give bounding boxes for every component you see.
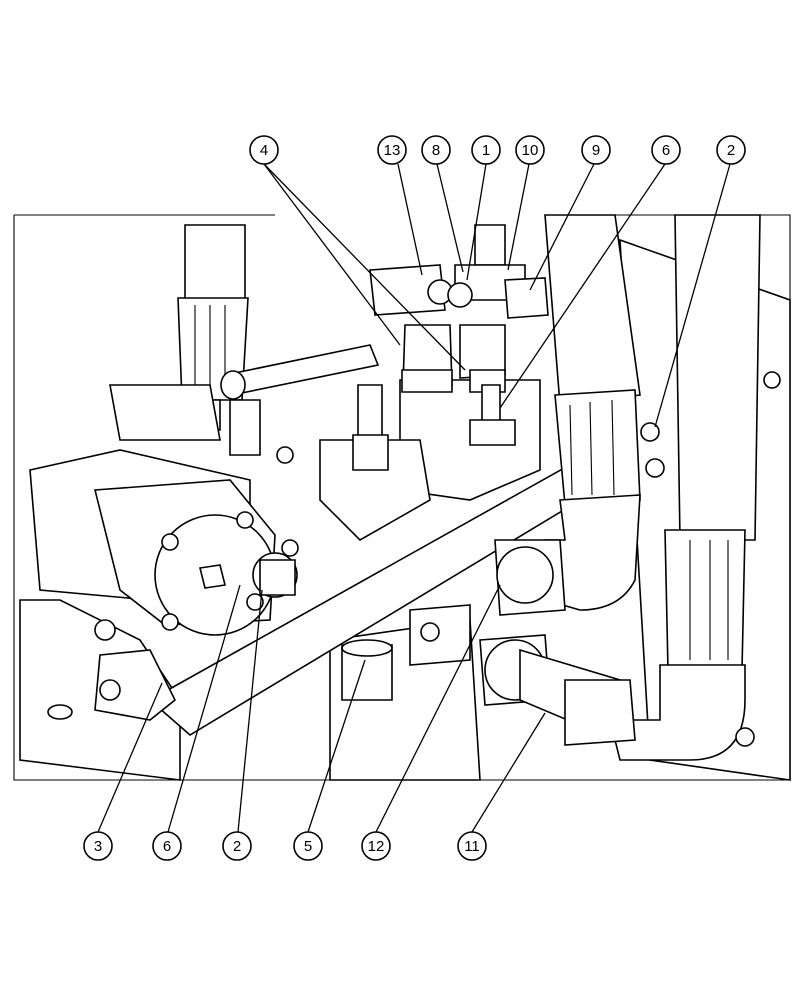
machinery-drawing <box>19 214 791 781</box>
callout-3-bottom: 3 <box>83 831 113 861</box>
callout-label: 2 <box>727 142 735 159</box>
callout-label: 4 <box>260 142 268 159</box>
callout-12-bottom: 12 <box>361 831 391 861</box>
callout-11-bottom: 11 <box>457 831 487 861</box>
callout-10-top: 10 <box>515 135 545 165</box>
callout-label: 8 <box>432 142 440 159</box>
callout-label: 11 <box>464 838 480 855</box>
callout-label: 9 <box>592 142 600 159</box>
callout-label: 6 <box>662 142 670 159</box>
callout-8-top: 8 <box>421 135 451 165</box>
callout-4-top: 4 <box>249 135 279 165</box>
callout-label: 2 <box>233 838 241 855</box>
callout-1-top: 1 <box>471 135 501 165</box>
leader-lines <box>97 163 731 833</box>
callout-6-bottom: 6 <box>152 831 182 861</box>
callout-label: 10 <box>522 142 539 159</box>
callout-label: 5 <box>304 838 312 855</box>
callout-label: 13 <box>384 142 401 159</box>
callout-9-top: 9 <box>581 135 611 165</box>
callout-label: 12 <box>368 838 385 855</box>
callout-5-bottom: 5 <box>293 831 323 861</box>
callout-label: 3 <box>94 838 102 855</box>
callouts-top: 4 13 8 1 10 9 6 2 <box>249 135 746 165</box>
callout-2-top: 2 <box>716 135 746 165</box>
callout-6-top: 6 <box>651 135 681 165</box>
callout-2-bottom: 2 <box>222 831 252 861</box>
callout-label: 6 <box>163 838 171 855</box>
callouts-bottom: 3 6 2 5 12 11 <box>83 831 487 861</box>
callout-label: 1 <box>482 142 490 159</box>
callout-13-top: 13 <box>377 135 407 165</box>
